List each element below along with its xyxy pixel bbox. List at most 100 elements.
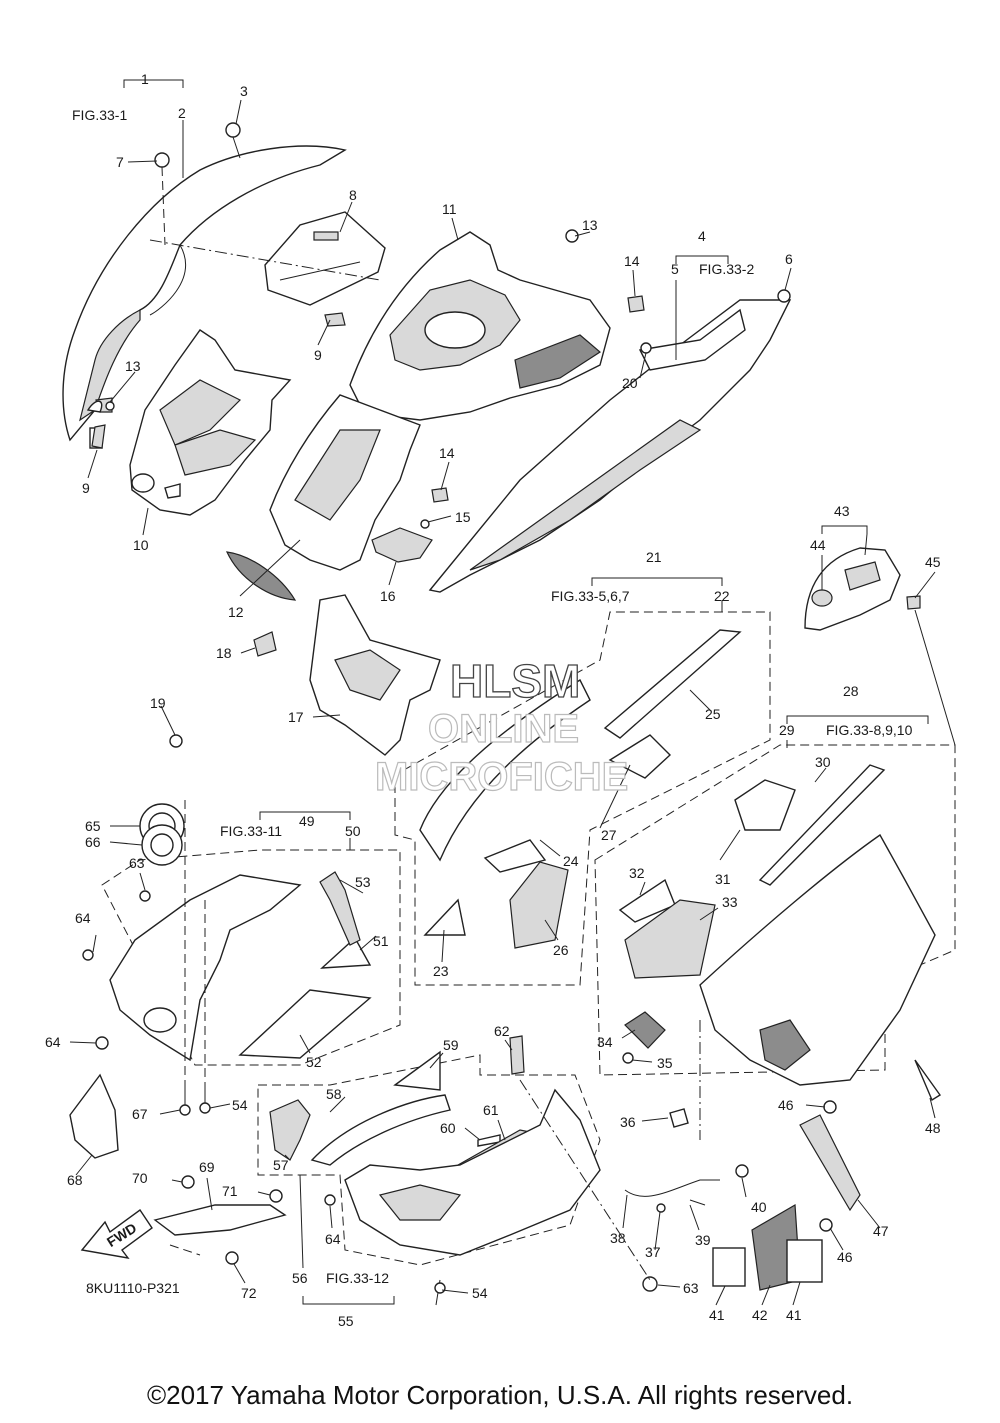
part-center-cowl-11[interactable]: [349, 231, 611, 421]
part-panel-30[interactable]: [758, 764, 886, 886]
part-panel-22[interactable]: [419, 678, 591, 862]
callout-63a: 63: [129, 855, 145, 871]
part-panel-27[interactable]: [608, 734, 672, 779]
part-panel-26[interactable]: [509, 861, 569, 949]
part-panel-31[interactable]: [734, 779, 796, 831]
part-clip-48[interactable]: [914, 1059, 942, 1102]
fwd-arrow-icon: FWD: [80, 1209, 153, 1259]
part-screw-7[interactable]: [154, 152, 170, 246]
part-clip-14a[interactable]: [627, 295, 645, 313]
part-clip-45[interactable]: [906, 595, 921, 610]
part-bracket-16[interactable]: [371, 527, 433, 563]
part-rivet-67[interactable]: [179, 1080, 191, 1116]
part-cable-37-38-39[interactable]: [624, 1179, 720, 1213]
part-panel-52[interactable]: [238, 989, 372, 1059]
callout-9a: 9: [314, 347, 322, 363]
part-panel-23[interactable]: [423, 898, 466, 936]
part-screw-64b[interactable]: [95, 1036, 109, 1050]
callout-23: 23: [433, 963, 449, 979]
part-clip-63a[interactable]: [139, 890, 151, 902]
callout-21: 21: [646, 549, 662, 565]
watermark: HLSM ONLINE MICROFICHE: [374, 654, 629, 799]
part-clip-62[interactable]: [509, 1035, 525, 1075]
callout-69: 69: [199, 1159, 215, 1175]
callout-60: 60: [440, 1120, 456, 1136]
part-rivet-54a[interactable]: [199, 1085, 211, 1114]
part-label-41b[interactable]: [786, 1239, 823, 1283]
part-bracket-69[interactable]: [153, 1204, 287, 1256]
callout-45: 45: [925, 554, 941, 570]
part-clip-9b[interactable]: [91, 424, 106, 449]
part-screw-64a[interactable]: [82, 949, 94, 961]
fig-ref-1: FIG.33-1: [72, 107, 127, 123]
callout-15: 15: [455, 509, 471, 525]
callout-47: 47: [873, 1223, 889, 1239]
part-clip-9a[interactable]: [324, 312, 346, 327]
part-inner-frame-17[interactable]: [309, 594, 441, 756]
callout-64a: 64: [75, 910, 91, 926]
part-clip-34[interactable]: [624, 1011, 666, 1049]
part-panel-59[interactable]: [393, 1050, 441, 1091]
part-clip-14b[interactable]: [431, 487, 449, 503]
callout-53: 53: [355, 874, 371, 890]
part-panel-53[interactable]: [319, 871, 361, 946]
part-screw-35[interactable]: [622, 1052, 634, 1064]
callout-19: 19: [150, 695, 166, 711]
part-screw-70[interactable]: [181, 1175, 195, 1189]
part-bracket-68[interactable]: [69, 1073, 119, 1159]
fig-ref-49: FIG.33-11: [220, 823, 282, 839]
callout-4: 4: [698, 228, 706, 244]
callout-40: 40: [751, 1199, 767, 1215]
part-clip-64c[interactable]: [324, 1194, 336, 1206]
part-nut-71[interactable]: [269, 1189, 283, 1203]
part-panel-25[interactable]: [603, 629, 742, 739]
part-nut-36[interactable]: [669, 1108, 689, 1128]
part-belly-pan-56[interactable]: [344, 1088, 601, 1256]
part-screw-6[interactable]: [777, 289, 791, 303]
part-screw-3[interactable]: [225, 122, 241, 159]
part-screw-13b[interactable]: [565, 229, 579, 243]
part-washer-40[interactable]: [735, 1164, 749, 1178]
callout-20: 20: [622, 375, 638, 391]
part-center-lower-cowl[interactable]: [269, 394, 421, 571]
part-gasket-66[interactable]: [141, 824, 183, 866]
part-screw-20[interactable]: [640, 342, 652, 354]
part-inner-cover-8[interactable]: [264, 211, 386, 306]
group-box-21: [394, 611, 771, 986]
part-side-panel-29[interactable]: [699, 833, 936, 1086]
callout-64b: 64: [45, 1034, 61, 1050]
callout-31: 31: [715, 871, 731, 887]
part-screw-15[interactable]: [420, 519, 430, 529]
part-panel-57[interactable]: [269, 1099, 311, 1161]
callout-3: 3: [240, 83, 248, 99]
callout-2: 2: [178, 105, 186, 121]
part-nut-63b[interactable]: [642, 1276, 658, 1292]
group-box-49: [101, 849, 401, 1066]
callout-6: 6: [785, 251, 793, 267]
part-panel-51[interactable]: [320, 936, 372, 969]
callout-32: 32: [629, 865, 645, 881]
callout-37: 37: [645, 1244, 661, 1260]
callout-46a: 46: [778, 1097, 794, 1113]
part-rivet-54b[interactable]: [434, 1279, 446, 1306]
part-cover-43[interactable]: [804, 547, 901, 631]
callout-48: 48: [925, 1120, 941, 1136]
callout-62: 62: [494, 1023, 510, 1039]
part-clip-18[interactable]: [253, 631, 277, 657]
fig-ref-21: FIG.33-5,6,7: [551, 588, 630, 604]
part-screw-72[interactable]: [225, 1251, 239, 1265]
callout-25: 25: [705, 706, 721, 722]
part-screw-19[interactable]: [169, 734, 183, 748]
part-bracket-47[interactable]: [799, 1114, 861, 1212]
callout-36: 36: [620, 1114, 636, 1130]
part-panel-58[interactable]: [310, 1094, 451, 1166]
callout-68: 68: [67, 1172, 83, 1188]
callout-38: 38: [610, 1230, 626, 1246]
part-label-41a[interactable]: [712, 1247, 746, 1287]
part-lower-cowl-50[interactable]: [109, 874, 302, 1062]
part-panel-33[interactable]: [624, 899, 716, 979]
part-lower-panel-10[interactable]: [129, 329, 292, 516]
part-side-fairing-5[interactable]: [428, 299, 792, 593]
part-panel-24[interactable]: [483, 839, 547, 873]
callout-54a: 54: [232, 1097, 248, 1113]
